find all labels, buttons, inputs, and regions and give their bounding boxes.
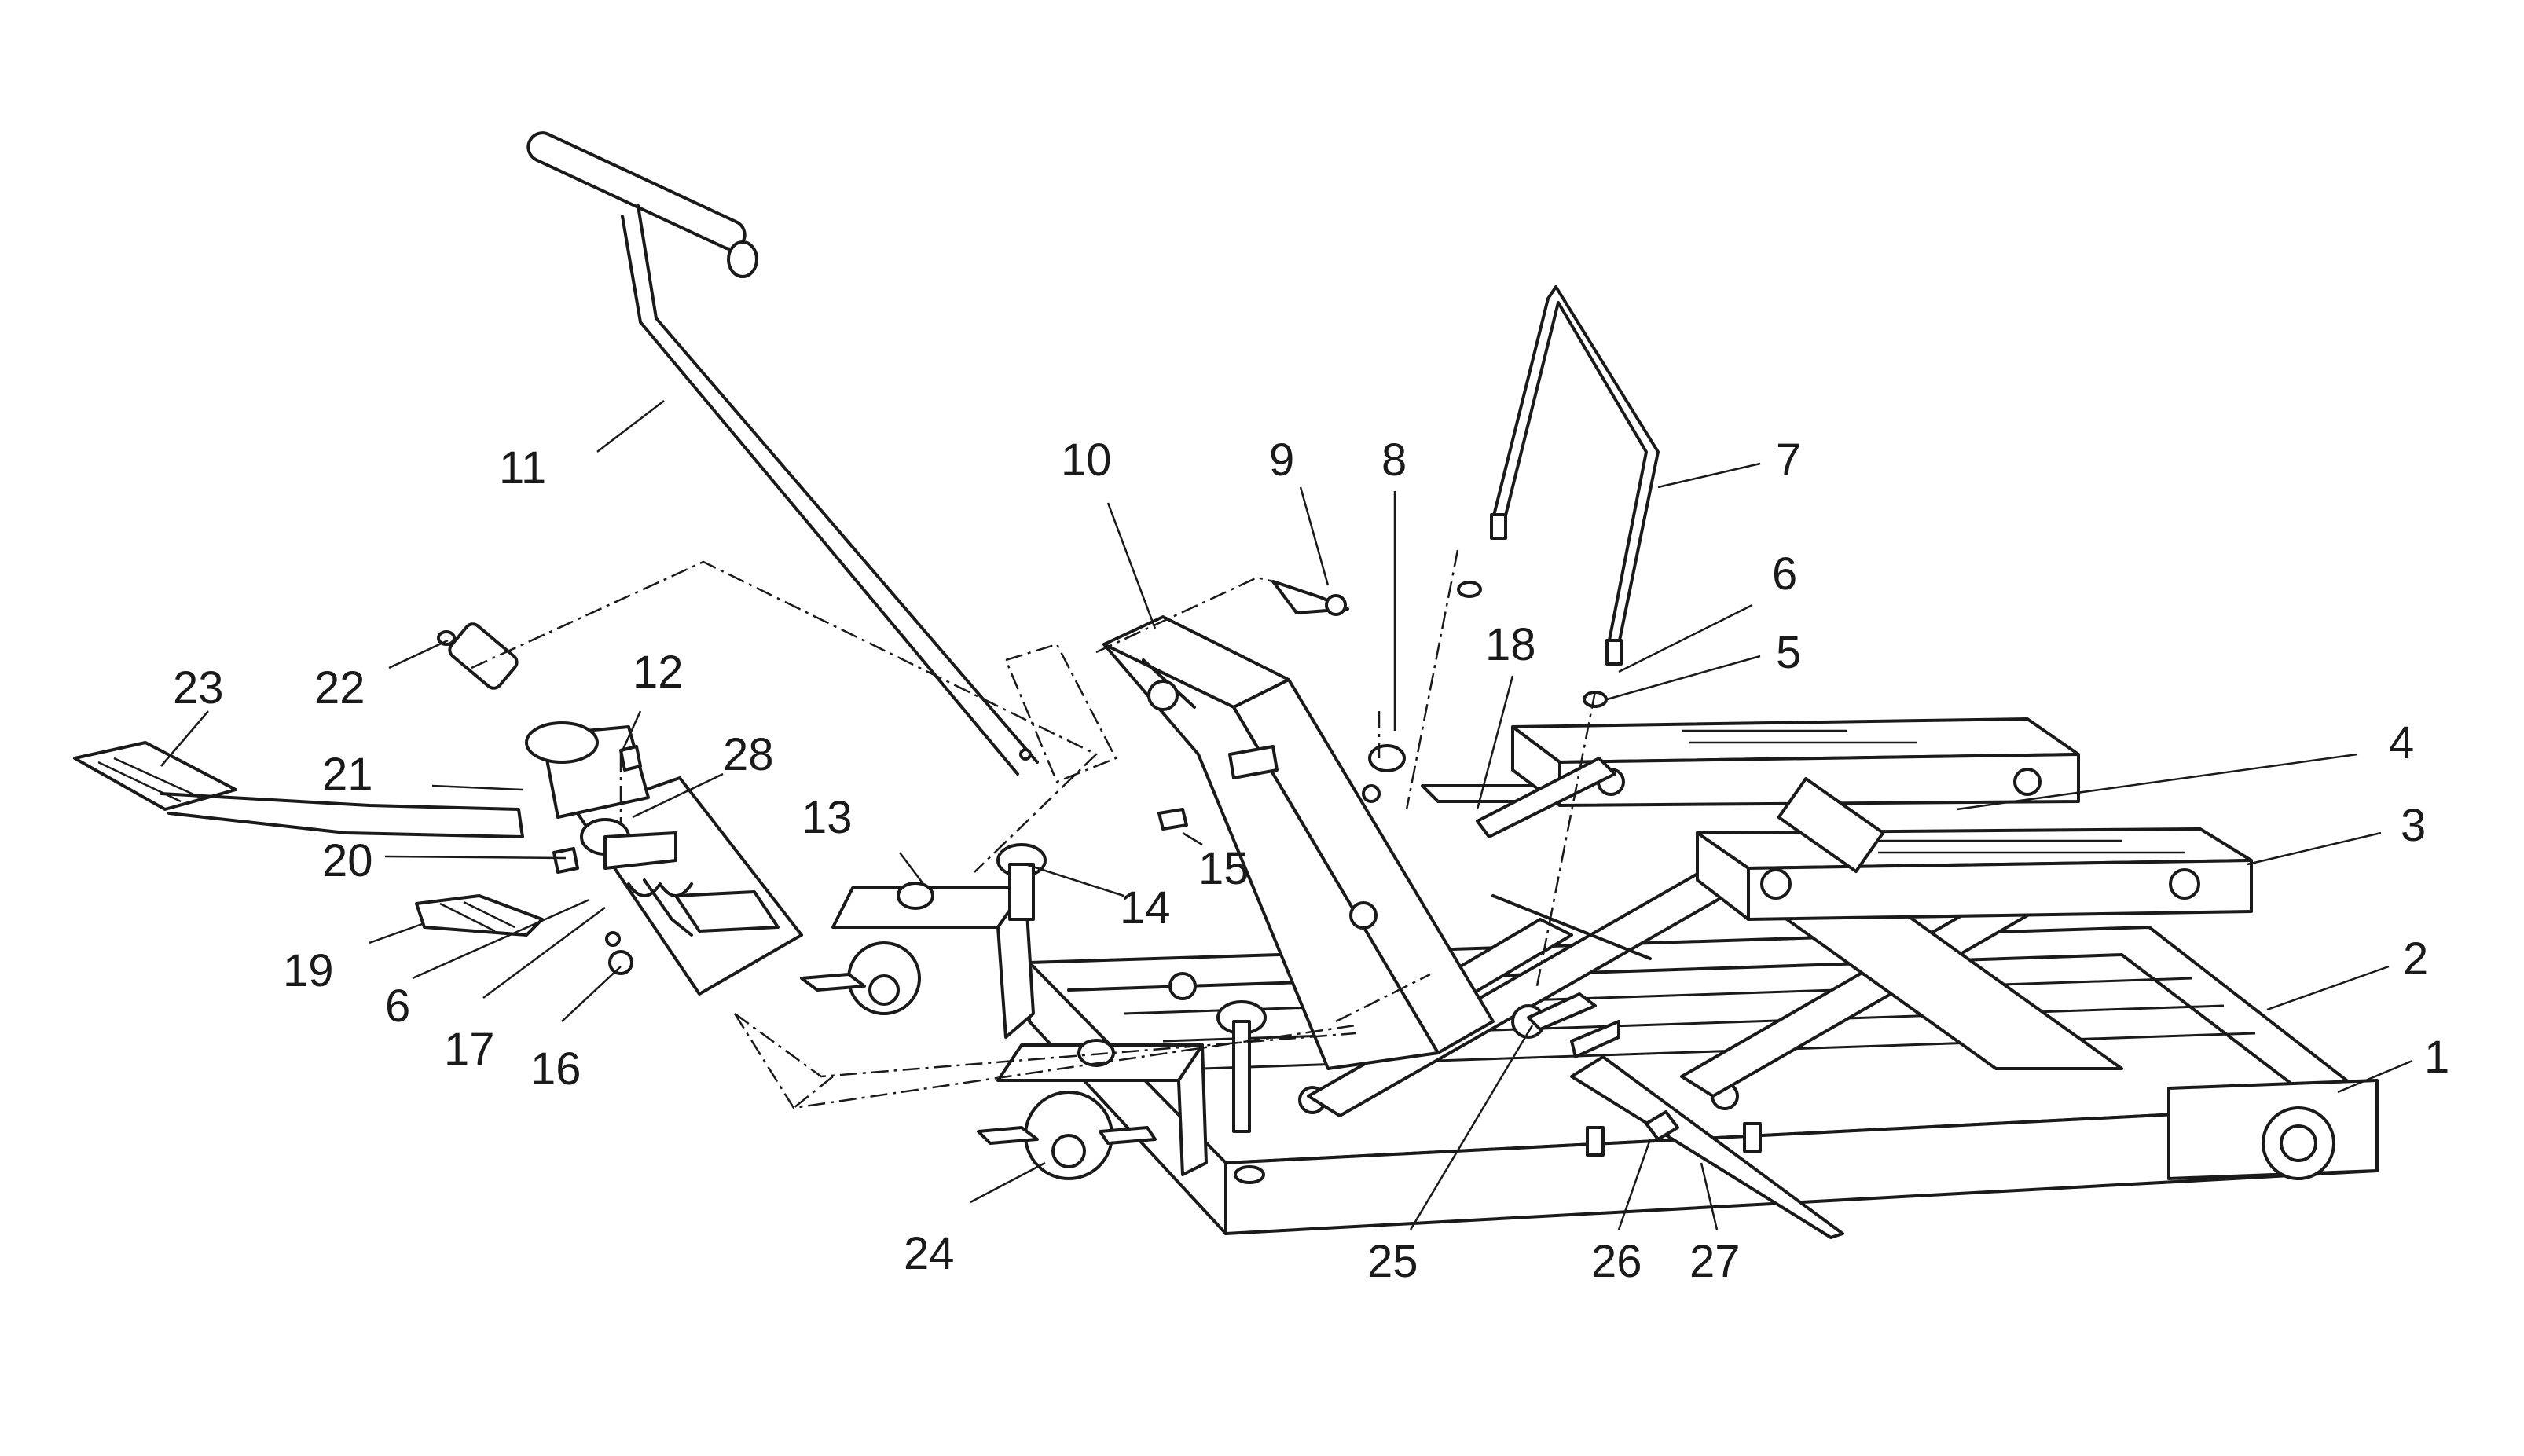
callout-labels: 1 2 3 4 5 6 7 8 9 10 11 12 13 14 15 16 1… [173, 435, 2449, 1287]
release-rod-27 [1570, 1055, 1844, 1239]
callout-25: 25 [1367, 1236, 1418, 1287]
callout-22: 22 [314, 662, 365, 713]
caster-13 [800, 882, 1035, 1039]
callout-12: 12 [633, 647, 684, 698]
callout-21: 21 [322, 749, 373, 800]
callout-26: 26 [1591, 1236, 1642, 1287]
callout-20: 20 [322, 835, 373, 886]
callout-2: 2 [2403, 933, 2428, 985]
callout-10: 10 [1061, 435, 1112, 486]
centre-post [1102, 615, 1495, 1070]
leader-lines [160, 400, 2413, 1230]
callout-9: 9 [1269, 435, 1294, 486]
handle-11 [526, 131, 1039, 776]
callout-4: 4 [2389, 717, 2414, 768]
knob-14 [996, 843, 1267, 1133]
callout-1: 1 [2424, 1032, 2449, 1083]
callout-11: 11 [499, 442, 546, 493]
callout-14: 14 [1120, 882, 1171, 933]
lift-table-front [1696, 777, 2253, 921]
callout-6-lower: 6 [385, 981, 410, 1032]
callout-23: 23 [173, 662, 224, 713]
pump-assembly [437, 622, 803, 996]
pedal-23 [73, 741, 524, 838]
callout-28: 28 [723, 729, 774, 780]
callout-27: 27 [1689, 1236, 1741, 1287]
callout-17: 17 [444, 1024, 495, 1075]
handle-7 [1457, 285, 1660, 708]
callout-19: 19 [283, 945, 334, 996]
caster-24 [977, 1039, 1208, 1180]
strut-18 [1476, 757, 1616, 838]
callout-15: 15 [1198, 843, 1249, 894]
callout-5: 5 [1776, 627, 1801, 678]
connection-lines [471, 549, 1597, 1109]
callout-13: 13 [802, 792, 853, 843]
callout-16: 16 [530, 1043, 581, 1095]
callout-7: 7 [1776, 435, 1801, 486]
callout-18: 18 [1485, 619, 1536, 670]
callout-6: 6 [1772, 548, 1797, 600]
lift-table-rear [1511, 717, 2080, 807]
callout-24: 24 [904, 1228, 955, 1279]
callout-8: 8 [1381, 435, 1407, 486]
callout-3: 3 [2401, 800, 2426, 851]
small-parts [552, 580, 1620, 1058]
